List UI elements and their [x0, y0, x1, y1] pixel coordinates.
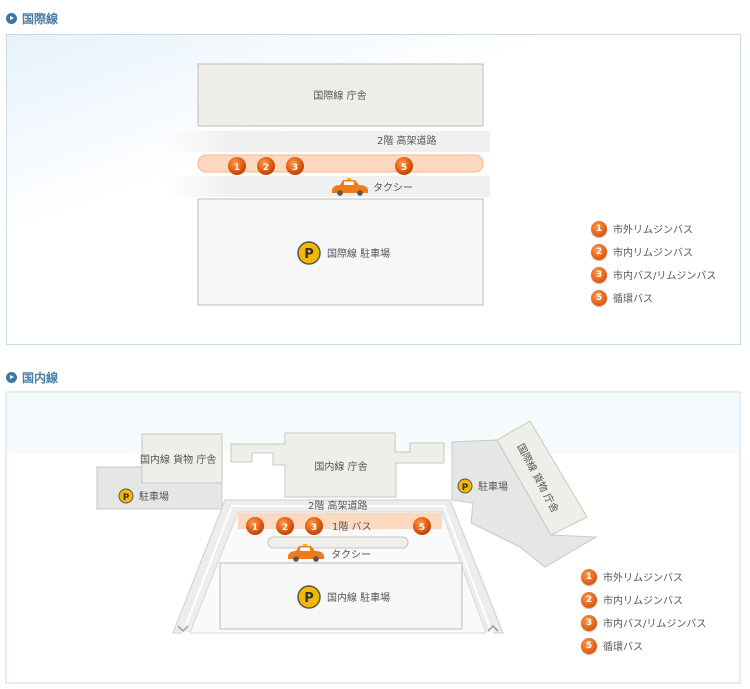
domestic-parking — [219, 562, 463, 630]
legend-label: 市内バス/リムジンバス — [603, 619, 707, 630]
legend-item: 1 市外リムジンバス — [581, 565, 706, 588]
legend-label: 市内リムジンバス — [613, 248, 693, 259]
legend-item: 5 循環バス — [591, 286, 716, 309]
legend-item: 2 市内リムジンバス — [581, 588, 706, 611]
taxi-label: タクシー — [331, 549, 371, 561]
svg-text:P: P — [304, 247, 314, 262]
international-terminal-label: 国際線 庁舎 — [313, 89, 366, 102]
taxi-lane — [267, 536, 409, 549]
legend-label: 市外リムジンバス — [613, 225, 693, 236]
bus-stop-2[interactable]: 2 — [276, 517, 294, 535]
legend-item: 2 市内リムジンバス — [591, 240, 716, 263]
legend-item: 3 市内バス/リムジンバス — [581, 611, 706, 634]
domestic-heading: 国内線 — [6, 369, 58, 386]
elevated-road-label: 2階 高架道路 — [308, 499, 368, 512]
bus-number-badge: 1 — [591, 220, 607, 237]
international-parking — [197, 198, 484, 306]
svg-text:1: 1 — [252, 523, 258, 533]
bullet-arrow-icon — [6, 372, 17, 383]
legend-label: 循環バス — [603, 642, 643, 653]
legend-item: 3 市内バス/リムジンバス — [591, 263, 716, 286]
international-legend: 1 市外リムジンバス 2 市内リムジンバス 3 市内バス/リムジンバス 5 循環バス — [591, 217, 716, 309]
legend-item: 5 循環バス — [581, 634, 706, 657]
domestic-parking-label: 国内線 駐車場 — [327, 591, 390, 604]
bus-number-badge: 1 — [581, 568, 597, 585]
taxi-label: タクシー — [373, 182, 413, 194]
taxi-band — [165, 176, 490, 197]
svg-text:2: 2 — [282, 523, 288, 533]
svg-text:1: 1 — [234, 163, 240, 173]
bus-stop-5[interactable]: 5 — [413, 517, 431, 535]
international-cargo-terminal — [496, 420, 588, 536]
bus-stop-5[interactable]: 5 — [395, 157, 413, 175]
parking-icon: P — [457, 478, 473, 494]
svg-text:2: 2 — [263, 163, 269, 173]
domestic-heading-text: 国内線 — [22, 371, 59, 385]
right-parking-label: 駐車場 — [478, 480, 508, 493]
parking-icon: P — [297, 241, 321, 265]
international-parking-label: 国際線 駐車場 — [327, 247, 390, 260]
bus-number-badge: 2 — [591, 243, 607, 260]
parking-icon: P — [118, 488, 134, 504]
svg-text:P: P — [304, 591, 314, 606]
legend-label: 市内バス/リムジンバス — [613, 271, 717, 282]
bus-stop-3[interactable]: 3 — [305, 517, 323, 535]
elevated-road-label: 2階 高架道路 — [377, 134, 437, 147]
svg-text:3: 3 — [292, 163, 298, 173]
domestic-cargo-terminal-label: 国内線 貨物 庁舎 — [140, 453, 216, 466]
bus-stop-3[interactable]: 3 — [286, 157, 304, 175]
international-heading: 国際線 — [6, 10, 58, 27]
bus-stop-2[interactable]: 2 — [257, 157, 275, 175]
legend-item: 1 市外リムジンバス — [591, 217, 716, 240]
international-heading-text: 国際線 — [22, 12, 59, 26]
bus-number-badge: 5 — [591, 289, 607, 306]
svg-text:5: 5 — [401, 163, 407, 173]
bus-stop-1[interactable]: 1 — [246, 517, 264, 535]
bus-label: 1階 バス — [332, 521, 372, 533]
international-terminal — [197, 63, 484, 127]
bus-number-badge: 3 — [591, 266, 607, 283]
legend-label: 循環バス — [613, 294, 653, 305]
svg-text:P: P — [123, 493, 130, 503]
elevated-road-band — [165, 131, 490, 152]
bus-number-badge: 2 — [581, 591, 597, 608]
bus-number-badge: 5 — [581, 637, 597, 654]
chevron-down-icon — [177, 625, 189, 633]
bus-number-badge: 3 — [581, 614, 597, 631]
left-parking-label: 駐車場 — [139, 490, 169, 503]
svg-text:5: 5 — [419, 523, 425, 533]
svg-text:3: 3 — [311, 523, 317, 533]
domestic-cargo-terminal — [141, 433, 223, 484]
domestic-terminal — [230, 432, 445, 498]
domestic-legend: 1 市外リムジンバス 2 市内リムジンバス 3 市内バス/リムジンバス 5 循環バス — [581, 565, 706, 657]
bullet-arrow-icon — [6, 13, 17, 24]
legend-label: 市内リムジンバス — [603, 596, 683, 607]
legend-label: 市外リムジンバス — [603, 573, 683, 584]
svg-text:P: P — [462, 483, 469, 493]
domestic-terminal-label: 国内線 庁舎 — [314, 460, 367, 473]
chevron-up-icon — [487, 624, 499, 632]
parking-icon: P — [297, 585, 321, 609]
bus-stop-1[interactable]: 1 — [228, 157, 246, 175]
